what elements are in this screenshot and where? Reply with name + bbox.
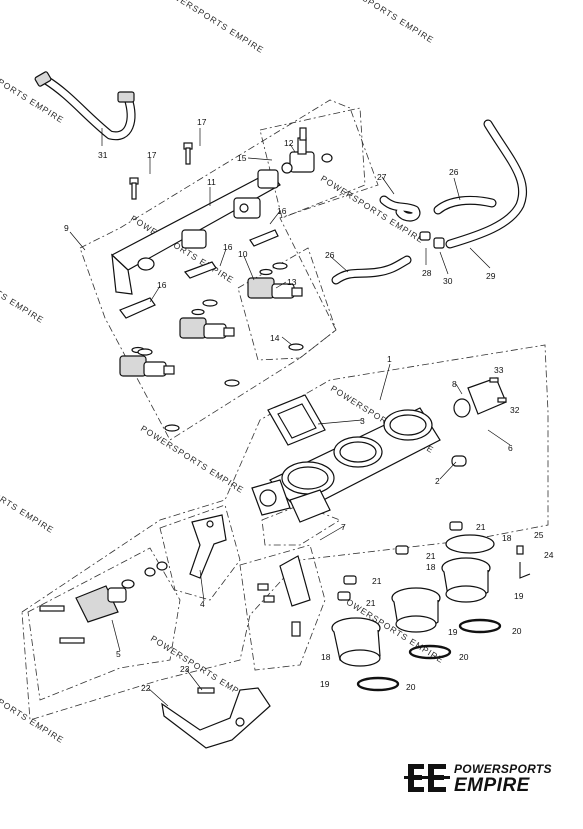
- callout-14: 14: [270, 333, 280, 343]
- callout-21a: 21: [476, 522, 486, 532]
- callout-18a: 18: [502, 533, 512, 543]
- callout-4: 4: [200, 599, 205, 609]
- callout-28: 28: [422, 268, 432, 278]
- callout-7: 7: [341, 522, 346, 532]
- throttle-body-outline: [21, 344, 549, 721]
- callout-10: 10: [238, 249, 248, 259]
- empire-emblem-icon: [404, 764, 450, 792]
- fuel-rail-outline: [79, 99, 379, 441]
- callout-29: 29: [486, 271, 496, 281]
- gasket: [267, 394, 326, 446]
- intake-boots: [331, 521, 495, 667]
- callout-15: 15: [237, 153, 247, 163]
- throttle-position-sensor: [453, 377, 507, 418]
- svg-text:POWERSPORTS EMPIRE: POWERSPORTS EMPIRE: [139, 423, 246, 495]
- callout-18b: 18: [426, 562, 436, 572]
- callout-2: 2: [435, 476, 440, 486]
- powersports-empire-logo: POWERSPORTS EMPIRE: [404, 760, 574, 800]
- clip-24: [516, 545, 531, 579]
- o-rings: [356, 618, 502, 692]
- callout-19b: 19: [448, 627, 458, 637]
- callout-27: 27: [377, 172, 387, 182]
- callout-20a: 20: [512, 626, 522, 636]
- callout-32: 32: [510, 405, 520, 415]
- svg-text:POWERSPORTS EMPIRE: POWERSPORTS EMPIRE: [159, 0, 266, 55]
- watermark: POWERSPORTS EMPIRE POWERSPORTS EMPIRE PO…: [0, 0, 446, 745]
- callout-3: 3: [360, 416, 365, 426]
- callout-18c: 18: [321, 652, 331, 662]
- callout-24: 24: [544, 550, 554, 560]
- callout-25: 25: [534, 530, 544, 540]
- bracket-4: [189, 514, 227, 579]
- injector-clips: [119, 229, 279, 319]
- callout-30: 30: [443, 276, 453, 286]
- bracket-22: [161, 687, 271, 749]
- bolts-17: [129, 142, 193, 200]
- callout-23: 23: [180, 664, 190, 674]
- callout-8: 8: [452, 379, 457, 389]
- idle-valve-outline: [239, 544, 326, 671]
- callout-17a: 17: [197, 117, 207, 127]
- svg-text:POWERSPORTS EMPIRE: POWERSPORTS EMPIRE: [0, 673, 66, 745]
- callout-1: 1: [387, 354, 392, 364]
- brand-line2: EMPIRE: [454, 775, 530, 796]
- injectors: [119, 262, 304, 432]
- fuel-rail: [110, 169, 281, 295]
- svg-text:POWERSPORTS EMPIRE: POWERSPORTS EMPIRE: [0, 253, 46, 325]
- callout-31: 31: [98, 150, 108, 160]
- callout-13: 13: [287, 277, 297, 287]
- fuel-hose-31: [34, 71, 136, 141]
- assembly-outlines: [21, 99, 549, 721]
- idle-air-valve: [39, 561, 168, 644]
- callout-26a: 26: [449, 167, 459, 177]
- throttle-body: [251, 407, 467, 523]
- callout-20c: 20: [406, 682, 416, 692]
- vacuum-hoses: [331, 119, 528, 285]
- callout-9: 9: [64, 223, 69, 233]
- bracket-outline: [159, 504, 241, 601]
- callout-22: 22: [141, 683, 151, 693]
- pressure-regulator: [281, 127, 333, 174]
- callout-26b: 26: [325, 250, 335, 260]
- callout-19a: 19: [514, 591, 524, 601]
- leader-lines: [69, 128, 511, 707]
- callout-16b: 16: [223, 242, 233, 252]
- callout-21b: 21: [426, 551, 436, 561]
- injector-outline: [237, 247, 337, 361]
- callout-12: 12: [284, 138, 294, 148]
- callout-33: 33: [494, 365, 504, 375]
- callout-5: 5: [116, 649, 121, 659]
- brand-line1: POWERSPORTS: [454, 762, 552, 776]
- callout-6: 6: [508, 443, 513, 453]
- callout-21d: 21: [366, 598, 376, 608]
- callout-labels: 31 17 17 11 9 15 12 16 16 10 16 13 14 27…: [64, 117, 554, 693]
- callout-16a: 16: [277, 206, 287, 216]
- callout-21c: 21: [372, 576, 382, 586]
- sensor-outline: [27, 547, 181, 701]
- svg-text:POWERSPORTS EMPIRE: POWERSPORTS EMPIRE: [0, 463, 56, 535]
- valve-7: [257, 555, 311, 637]
- svg-text:POWERSPORTS EMPIRE: POWERSPORTS EMPIRE: [329, 0, 436, 45]
- callout-16c: 16: [157, 280, 167, 290]
- callout-17b: 17: [147, 150, 157, 160]
- callout-11: 11: [207, 177, 216, 187]
- callout-19c: 19: [320, 679, 330, 689]
- callout-20b: 20: [459, 652, 469, 662]
